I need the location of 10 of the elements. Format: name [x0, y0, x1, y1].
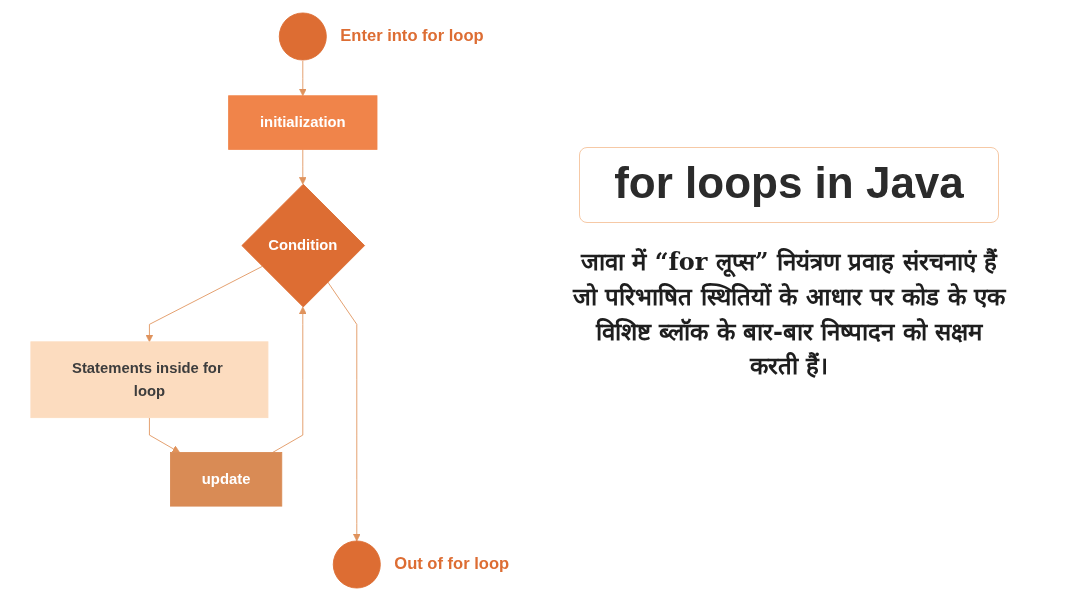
description-text: जावा में “for लूप्स” नियंत्रण प्रवाह संरचनाएं हैं जो परिभाषित स्थितियों के आधार पर कोड के एक विशिष्ट ब्लॉक के बार-बार निष्पादन को सक्षम करती हैं। — [571, 245, 1008, 383]
node-box: update — [170, 452, 283, 507]
node-circle — [278, 12, 327, 61]
node-diamond: Condition — [241, 183, 366, 308]
title-banner: for loops in Java — [579, 146, 999, 223]
node-box: Statements inside for loop — [30, 341, 269, 419]
node-circle — [332, 540, 381, 589]
node-caption: Out of for loop — [394, 553, 510, 573]
node-box: initialization — [228, 95, 378, 150]
node-caption: Enter into for loop — [340, 25, 484, 45]
